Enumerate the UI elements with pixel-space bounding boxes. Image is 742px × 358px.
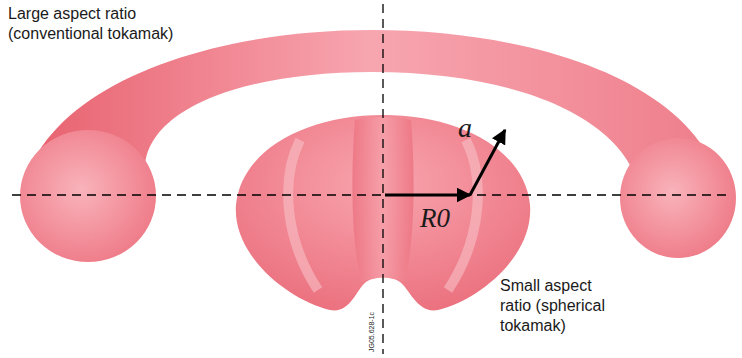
midplane-line [12, 194, 730, 195]
figure-code: JG05.628-1c [368, 312, 376, 352]
major-radius-arrow [385, 194, 470, 197]
minor-radius-arrow [470, 130, 505, 195]
spherical-caption: Small aspect ratio (spherical tokamak) [500, 276, 625, 336]
torus-caption: Large aspect ratio (conventional tokamak… [8, 4, 208, 44]
minor-radius-symbol: a [458, 113, 472, 143]
major-radius-symbol: R0 [420, 203, 450, 233]
symmetry-axis [382, 4, 383, 354]
plasma-shading [288, 140, 318, 290]
plasma-shading [448, 140, 478, 290]
torus-cross-section [20, 130, 156, 262]
torus-cross-section [620, 138, 736, 258]
